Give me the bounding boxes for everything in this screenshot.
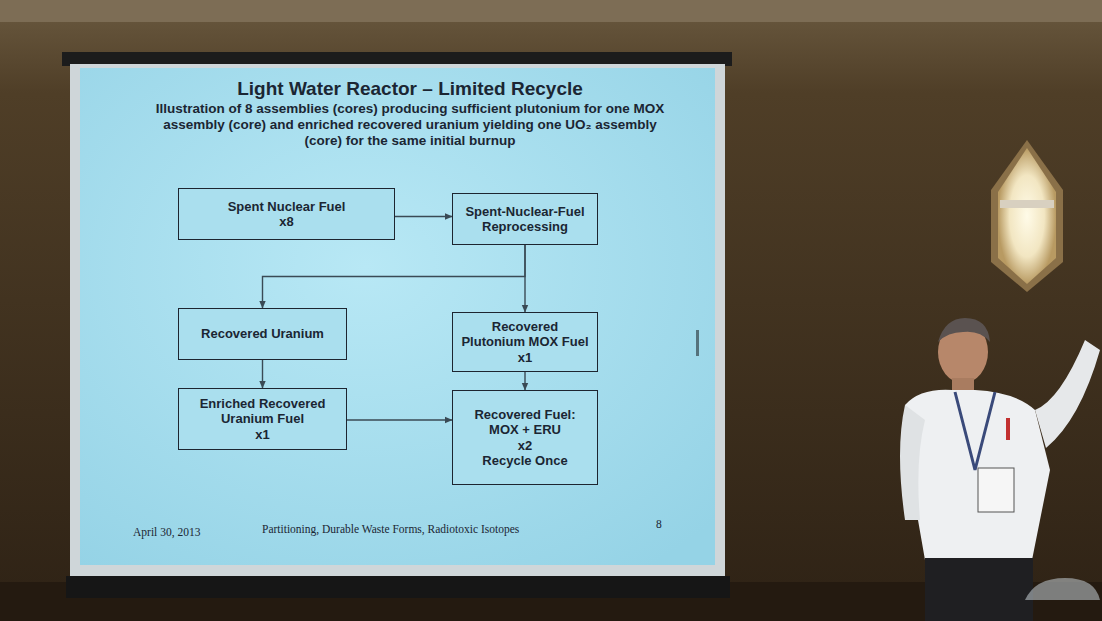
process-box: Recovered Uranium — [178, 308, 347, 360]
lamp-glow — [998, 148, 1056, 284]
pen — [1006, 418, 1010, 440]
flow-arrow — [263, 245, 526, 308]
flow-arrow — [524, 245, 525, 312]
screen-bottom-bar — [66, 576, 730, 598]
box-text: x8 — [279, 214, 293, 229]
presenter-trousers — [925, 558, 1033, 621]
box-text: Spent Nuclear Fuel — [228, 199, 346, 214]
page-number: 8 — [656, 518, 662, 530]
flow-arrow — [262, 360, 263, 388]
projected-slide — [80, 68, 715, 565]
name-badge — [978, 468, 1014, 512]
box-text: Recycle Once — [482, 453, 567, 468]
flow-arrow — [347, 419, 452, 420]
presenter — [900, 318, 1100, 621]
footer-topic: Partitioning, Durable Waste Forms, Radio… — [262, 523, 519, 535]
lamp-backplate — [991, 140, 1063, 292]
box-text: Recovered Fuel: MOX + ERU — [460, 407, 590, 438]
ceiling — [0, 0, 1102, 22]
lamp-crystal-band — [1000, 200, 1054, 208]
screen-frame — [70, 64, 725, 579]
presenter-hair — [938, 318, 990, 342]
flow-arrow — [395, 216, 452, 217]
process-box: Spent Nuclear Fuelx8 — [178, 188, 395, 240]
box-text: x1 — [518, 350, 532, 365]
water-glass — [1025, 578, 1100, 600]
presenter-left-arm — [900, 405, 925, 520]
box-text: x2 — [518, 438, 532, 453]
process-box: Recovered Fuel: MOX + ERUx2Recycle Once — [452, 390, 598, 485]
process-box: Enriched Recovered Uranium Fuelx1 — [178, 388, 347, 450]
screen-top-bar — [62, 52, 732, 66]
wall-lamp — [991, 140, 1063, 292]
box-text: Recovered Uranium — [201, 326, 324, 341]
lanyard — [955, 392, 995, 470]
box-text: x1 — [255, 427, 269, 442]
process-box: Spent-Nuclear-Fuel Reprocessing — [452, 193, 598, 245]
box-text: Enriched Recovered Uranium Fuel — [186, 396, 339, 427]
footer-date: April 30, 2013 — [133, 526, 200, 538]
presenter-arm — [1035, 340, 1100, 448]
box-text: Recovered Plutonium MOX Fuel — [460, 319, 590, 350]
presenter-shirt — [905, 390, 1050, 560]
flow-arrow — [524, 372, 525, 390]
box-text: Spent-Nuclear-Fuel Reprocessing — [460, 204, 590, 235]
slide-scroll-mark — [696, 330, 699, 356]
slide-title: Light Water Reactor – Limited Recycle — [140, 78, 680, 100]
process-box: Recovered Plutonium MOX Fuelx1 — [452, 312, 598, 372]
slide-subtitle: Illustration of 8 assemblies (cores) pro… — [150, 101, 670, 150]
